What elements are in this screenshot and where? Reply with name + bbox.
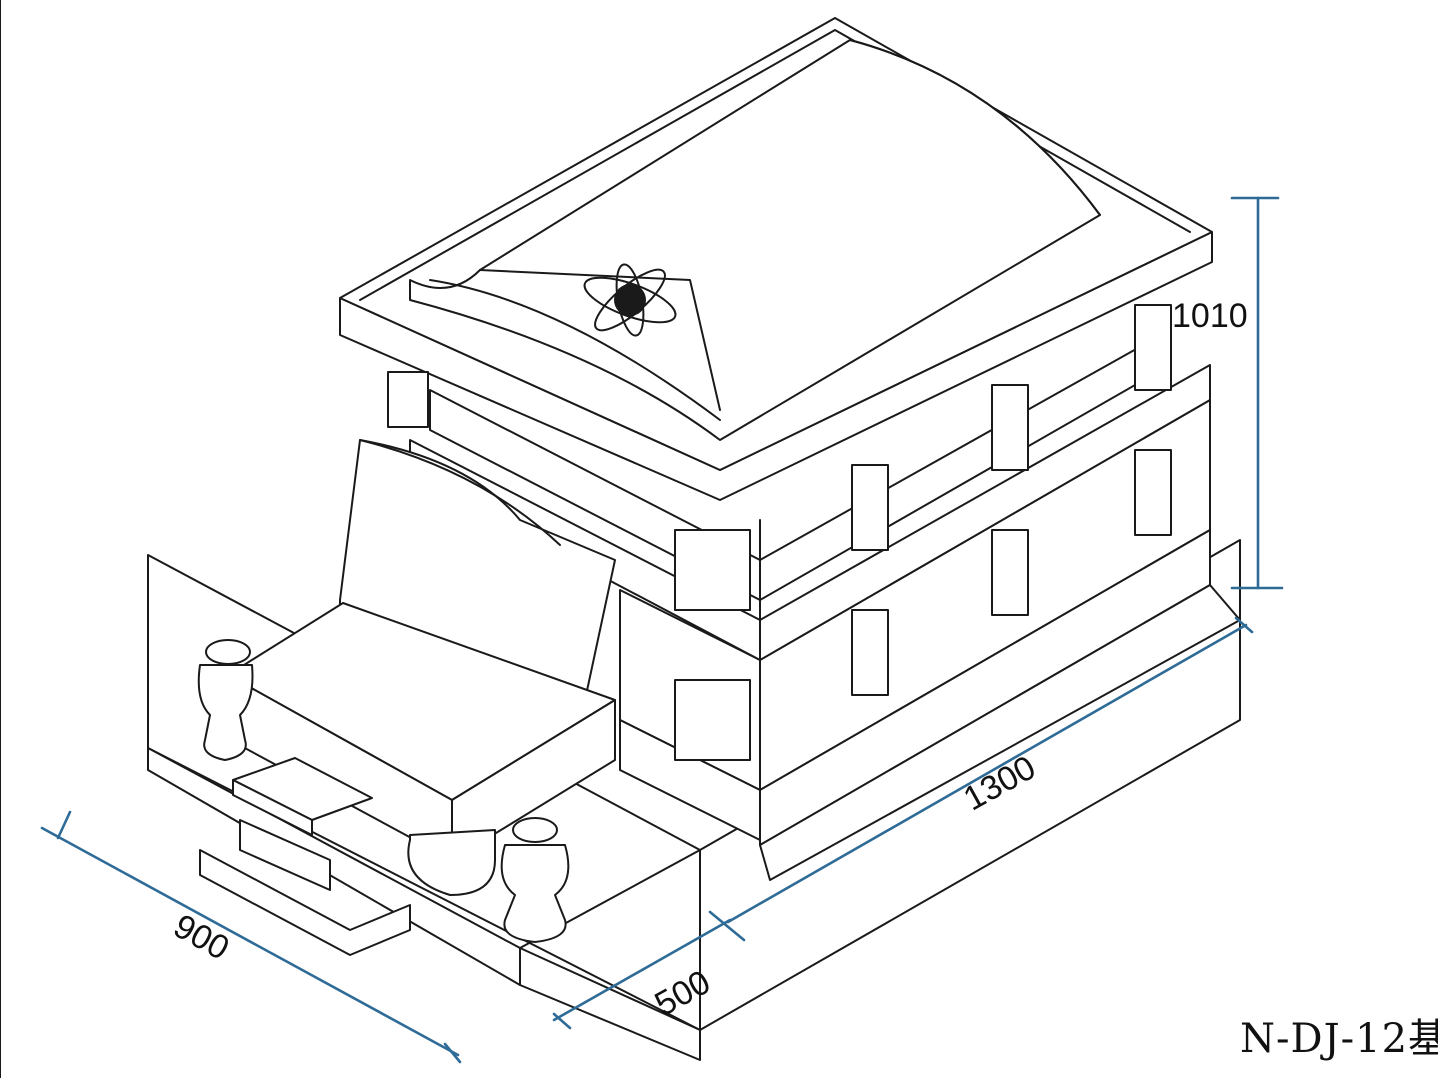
offering-table bbox=[199, 757, 411, 956]
offering-step bbox=[199, 849, 411, 956]
lid-curve-front bbox=[429, 279, 721, 421]
dim-front-tick-right bbox=[708, 910, 746, 942]
headstone-top-curve bbox=[359, 439, 561, 546]
side-panels bbox=[851, 304, 1172, 696]
flower-leaf-b bbox=[594, 268, 666, 332]
urn-right-rim bbox=[512, 817, 558, 843]
pilaster-lower-2 bbox=[991, 529, 1029, 616]
dim-width-tick-right bbox=[443, 1042, 462, 1064]
dim-front-line bbox=[552, 918, 732, 1022]
base-corner-edge bbox=[519, 849, 701, 1031]
dim-length-line bbox=[726, 623, 1248, 924]
offering-top-front bbox=[232, 779, 313, 836]
dim-width-label: 900 bbox=[167, 907, 235, 968]
dim-width-line bbox=[40, 826, 460, 1057]
base-front-corner-face bbox=[519, 947, 701, 1061]
offering-legs bbox=[239, 819, 331, 891]
urn-right-body bbox=[500, 844, 570, 943]
corner-pilaster-left bbox=[387, 371, 429, 428]
urn-right bbox=[500, 817, 570, 943]
urn-left bbox=[197, 639, 254, 761]
pilaster-upper-1 bbox=[851, 464, 889, 551]
dim-height-label: 1010 bbox=[1172, 297, 1248, 335]
dimension-height: 1010 bbox=[1172, 196, 1284, 590]
lid-curve-back bbox=[849, 39, 1101, 216]
flower-center bbox=[614, 284, 646, 316]
urn-left-body bbox=[197, 664, 254, 761]
pilaster-lower-1 bbox=[851, 609, 889, 696]
urn-left-rim bbox=[205, 639, 251, 665]
pilaster-upper-2 bbox=[991, 384, 1029, 471]
dim-length-tick-right bbox=[1234, 616, 1254, 634]
corner-pilasters bbox=[387, 371, 751, 761]
dim-width-tick-left bbox=[56, 810, 72, 840]
pilaster-lower-3 bbox=[1134, 449, 1172, 536]
curved-lid bbox=[409, 39, 1101, 441]
cornice-inner-edge bbox=[359, 29, 1191, 301]
lower-tier bbox=[619, 399, 1241, 881]
lid-diamond-panel bbox=[479, 269, 721, 411]
dim-front-tick-left bbox=[552, 1012, 572, 1030]
flower-ornament-icon bbox=[583, 263, 677, 337]
flower-leaf-c bbox=[615, 263, 645, 337]
flower-leaf-a bbox=[583, 276, 677, 324]
corner-pilaster-lower bbox=[674, 679, 751, 761]
model-label: N-DJ-12基 bbox=[1240, 1016, 1438, 1062]
altar-block bbox=[227, 602, 616, 861]
drum-body bbox=[407, 829, 496, 896]
pilaster-upper-3 bbox=[1134, 304, 1172, 391]
corner-pilaster-upper bbox=[674, 529, 751, 611]
pillar-drum bbox=[407, 829, 496, 896]
